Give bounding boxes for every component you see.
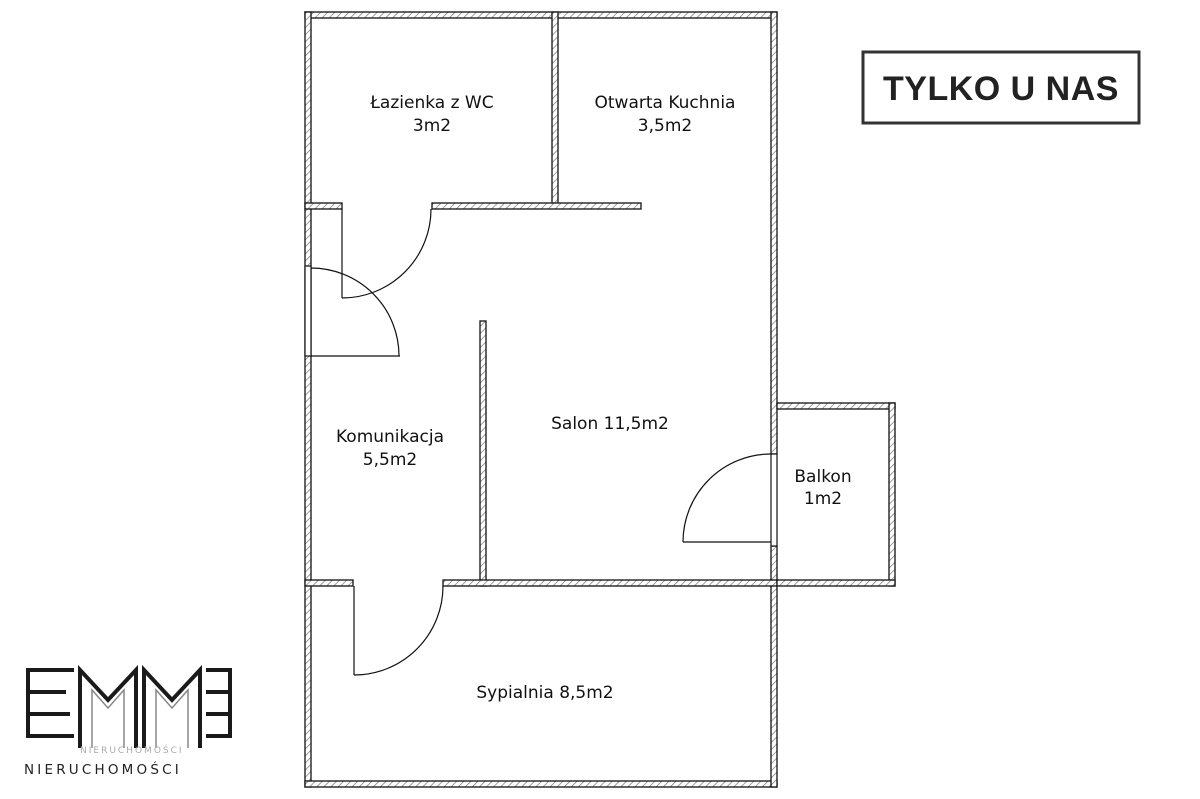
wall-balcony-bottom xyxy=(776,579,896,587)
room-kitchen-area: 3,5m2 xyxy=(638,116,692,136)
wall-bedroom-top-right xyxy=(442,579,778,587)
brand-ghost-tagline: NIERUCHOMOŚCI xyxy=(80,744,184,756)
room-balcony-area: 1m2 xyxy=(804,489,842,509)
wall-balcony-top xyxy=(776,402,896,410)
brand-tagline: NIERUCHOMOŚCI xyxy=(24,760,182,778)
room-salon-label: Salon 11,5m2 xyxy=(551,414,669,434)
room-bathroom-area: 3m2 xyxy=(413,116,451,136)
wall-comm-salon xyxy=(479,320,487,587)
door-bathroom xyxy=(341,208,432,299)
walls xyxy=(304,11,896,788)
wall-upper-horizontal-left xyxy=(304,202,343,210)
exclusive-badge: TYLKO U NAS xyxy=(861,50,1141,125)
logo-letters-mm xyxy=(78,664,202,748)
wall-outer-bottom xyxy=(304,780,778,788)
door-balcony xyxy=(682,453,778,547)
door-entrance xyxy=(304,265,400,357)
room-labels: Łazienka z WC 3m2 Otwarta Kuchnia 3,5m2 … xyxy=(336,93,852,703)
room-communication-name: Komunikacja xyxy=(336,427,444,447)
room-communication-area: 5,5m2 xyxy=(363,450,417,470)
wall-outer-top xyxy=(304,11,778,19)
doors xyxy=(304,208,778,676)
room-bathroom-name: Łazienka z WC xyxy=(369,93,493,113)
wall-bath-kitchen xyxy=(551,11,559,209)
brand-logo xyxy=(26,664,232,748)
wall-outer-right-upper xyxy=(770,11,778,455)
wall-outer-left xyxy=(304,11,312,788)
door-bedroom xyxy=(353,585,444,676)
wall-balcony-right xyxy=(888,402,896,587)
logo-letter-e-right xyxy=(206,668,232,738)
badge-label: TYLKO U NAS xyxy=(883,70,1119,108)
room-bedroom-label: Sypialnia 8,5m2 xyxy=(476,683,613,703)
logo-letter-e-left xyxy=(26,668,74,738)
wall-bedroom-top-left xyxy=(304,579,354,587)
room-balcony-name: Balkon xyxy=(794,467,851,487)
wall-upper-horizontal-right xyxy=(431,202,642,210)
room-kitchen-name: Otwarta Kuchnia xyxy=(595,93,736,113)
